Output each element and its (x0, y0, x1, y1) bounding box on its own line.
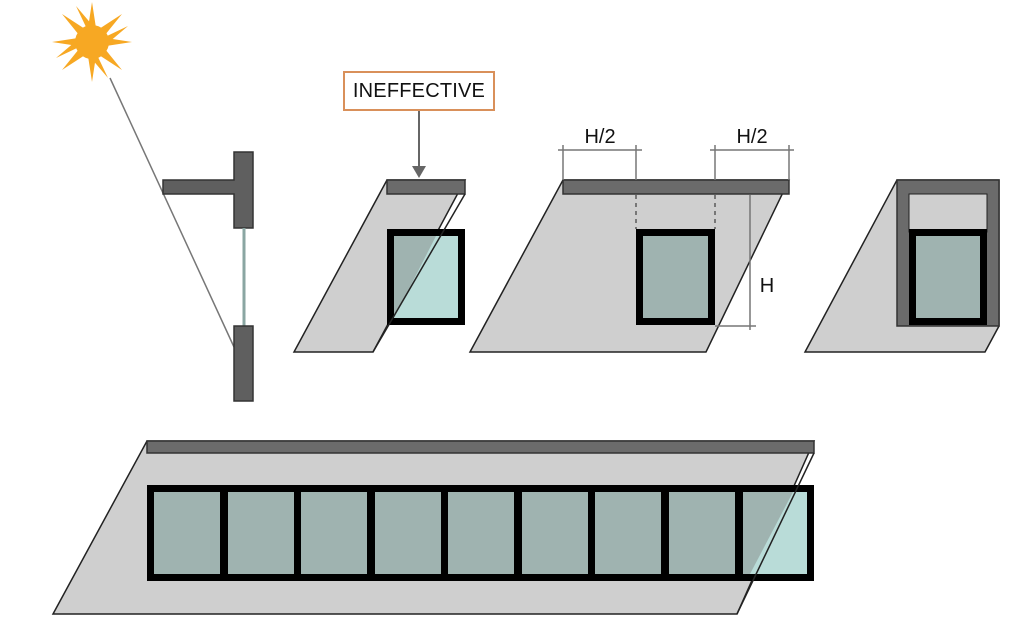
sun-ray (109, 77, 235, 348)
overhang (146, 440, 815, 454)
label-half-height-right: H/2 (736, 126, 767, 148)
dimension-lines (558, 145, 794, 330)
section-panel (109, 77, 254, 402)
short-overhang-panel (292, 111, 467, 353)
continuous-overhang-panel (51, 440, 816, 615)
arrow-down-icon (412, 166, 426, 178)
ineffective-callout: INEFFECTIVE (343, 71, 495, 111)
sill-section (233, 325, 254, 402)
label-height: H (760, 275, 774, 297)
side-fins-panel (803, 179, 1000, 353)
overhang (562, 179, 790, 195)
ineffective-label: INEFFECTIVE (352, 79, 486, 102)
label-half-height-left: H/2 (584, 126, 615, 148)
overhang-section (162, 151, 254, 229)
overhang (386, 179, 466, 195)
extended-overhang-panel (468, 145, 794, 353)
sun-icon (52, 2, 132, 82)
